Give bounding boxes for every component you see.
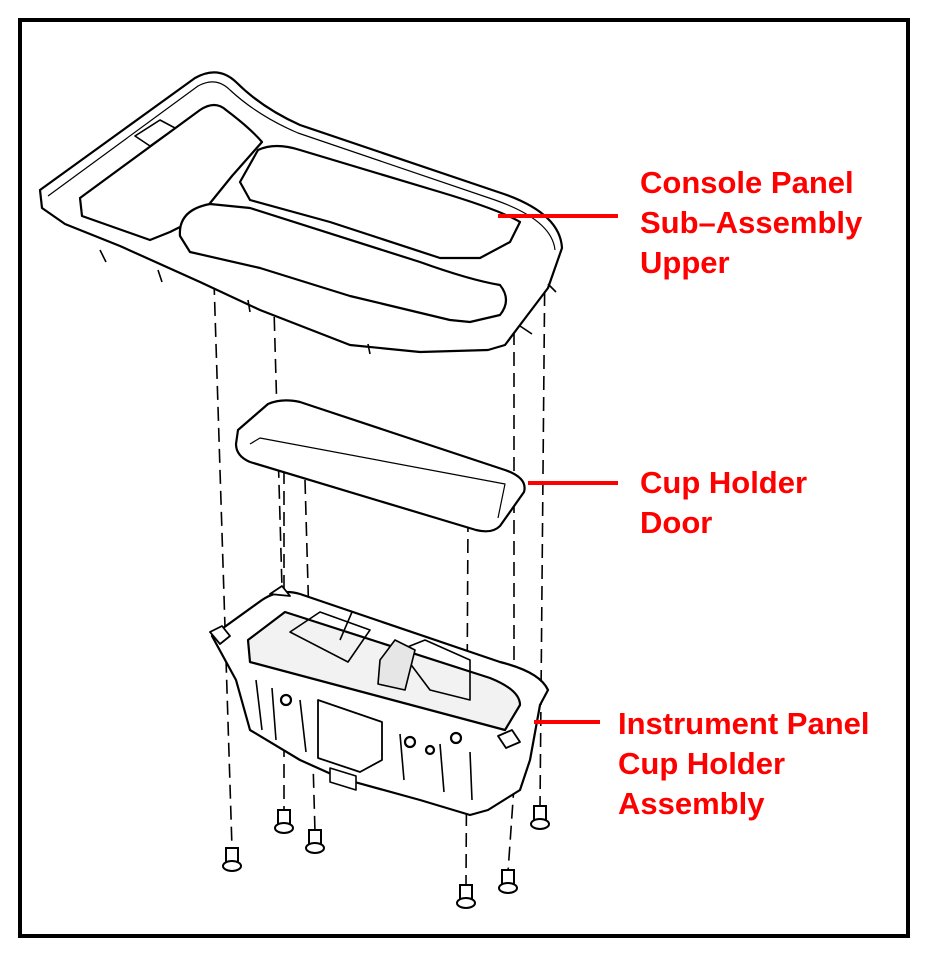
label-line: Instrument Panel [618,706,870,741]
screws [222,805,550,909]
screw [305,829,325,854]
screw [498,869,518,894]
screw [222,847,242,872]
label-line: Assembly [618,786,765,821]
cup-holder-door-part [234,399,526,533]
label-line: Door [640,505,713,540]
label-line: Upper [640,245,730,280]
label-line: Cup Holder [618,746,786,781]
callout-leaders [498,214,618,724]
label-cup-holder-door: Cup Holder Door [640,463,807,543]
screw [274,809,294,834]
label-console-panel: Console Panel Sub–Assembly Upper [640,163,862,283]
label-line: Console Panel [640,165,854,200]
cup-holder-assembly-part [209,585,550,817]
label-line: Sub–Assembly [640,205,863,240]
screw [530,805,550,830]
console-panel-part [38,71,564,355]
screw [456,884,476,909]
label-instrument-panel-cup-holder: Instrument Panel Cup Holder Assembly [618,704,870,824]
label-line: Cup Holder [640,465,808,500]
